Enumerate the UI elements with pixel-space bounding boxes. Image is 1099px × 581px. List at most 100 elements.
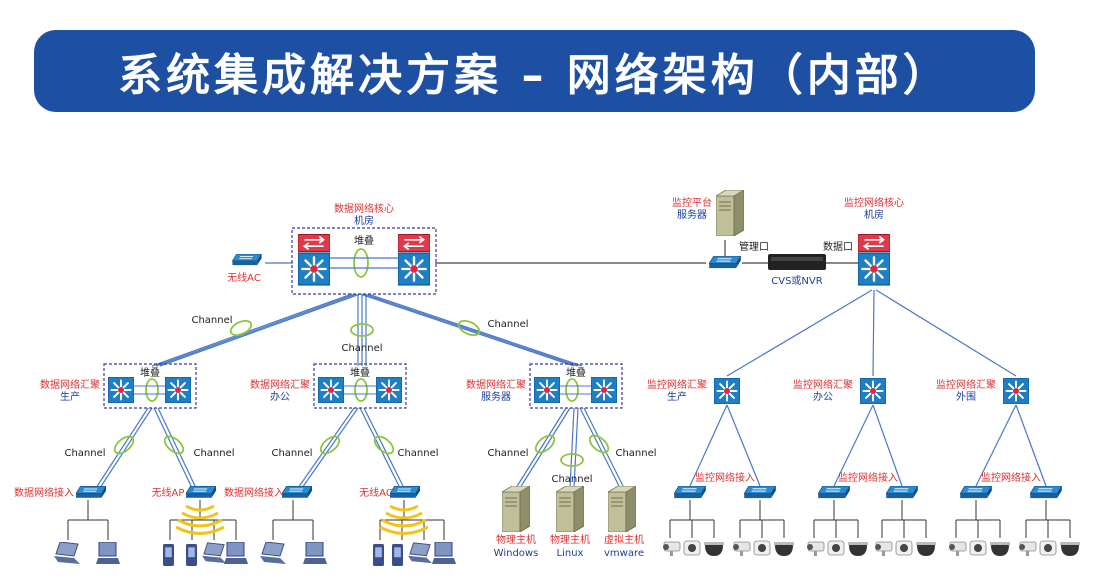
monitor-core-room: 机房: [864, 208, 884, 221]
host-windows-label: 物理主机: [496, 533, 536, 546]
agg-switch-icon: [534, 377, 560, 403]
desktop-icon: [96, 542, 120, 565]
agg-switch-icon: [714, 378, 740, 404]
magg-production-sub: 生产: [667, 390, 687, 403]
links: [95, 240, 1047, 489]
dome-camera-icon: [848, 542, 868, 556]
camera-icon: [948, 541, 967, 556]
nvr-icon: [768, 254, 826, 270]
agg-office-stack: 堆叠: [350, 367, 370, 379]
access-switch-icon: [76, 486, 106, 499]
monitor-server-label: 服务器: [677, 208, 707, 221]
core-switch-icon: [398, 252, 430, 286]
host-vm-os: vmware: [604, 548, 644, 559]
title-banner: 系统集成解决方案 – 网络架构（内部）: [34, 30, 1035, 112]
core-stack-box: [291, 227, 437, 295]
core-room: 机房: [354, 214, 374, 227]
wifi-waves-right: [379, 504, 429, 535]
laptop-icon: [202, 542, 226, 564]
core-title: 数据网络核心: [334, 202, 394, 215]
phone-icon: [373, 544, 384, 566]
magg-perimeter-label: 监控网络汇聚: [936, 378, 996, 391]
access-switch-icon: [708, 256, 742, 269]
camera-icon: [683, 540, 701, 556]
magg-perimeter-sub: 外围: [956, 391, 976, 403]
monitor-access-label: 监控网络接入: [695, 471, 755, 484]
camera-row: [662, 540, 1080, 556]
agg-server-stack: 堆叠: [566, 367, 586, 379]
core-switch-icon: [398, 234, 430, 252]
wireless-ap-icon: [186, 486, 216, 499]
stack-boxes: [103, 227, 623, 409]
channel-label: Channel: [191, 315, 232, 326]
dome-camera-icon: [704, 542, 724, 556]
access-switch-icon: [886, 486, 918, 499]
phone-icon: [163, 544, 174, 566]
mgmt-port-label: 管理口: [739, 240, 769, 253]
agg-production-stack-box: [103, 363, 197, 409]
magg-production-label: 监控网络汇聚: [647, 378, 707, 391]
channel-ellipses: [113, 248, 610, 467]
server-tower-icon: [608, 486, 636, 532]
desktop-icon: [432, 542, 456, 565]
agg-server-stack-box: [529, 363, 623, 409]
agg-switch-icon: [318, 377, 344, 403]
access-switch-icon: [1030, 486, 1062, 499]
monitor-access-label: 监控网络接入: [981, 471, 1041, 484]
agg-server-sub: 服务器: [481, 390, 511, 403]
desktop-icon: [303, 542, 327, 565]
agg-production-sub: 生产: [60, 390, 80, 403]
wireless-ac-label-2: 无线AC: [359, 486, 393, 499]
host-windows-os: Windows: [494, 548, 539, 559]
core-switch-icon: [858, 234, 890, 252]
camera-icon: [1018, 541, 1037, 556]
access-switch-icon: [674, 486, 706, 499]
camera-icon: [969, 540, 987, 556]
magg-office-sub: 办公: [813, 390, 833, 403]
core-stack-label: 堆叠: [354, 235, 374, 247]
host-vm-label: 虚拟主机: [604, 533, 644, 546]
dome-camera-icon: [774, 542, 794, 556]
channel-label: Channel: [487, 448, 528, 459]
channel-label: Channel: [341, 343, 382, 354]
agg-switch-icon: [108, 377, 134, 403]
wireless-ap-label: 无线AP: [152, 486, 185, 499]
camera-icon: [827, 540, 845, 556]
agg-switch-icon: [860, 378, 886, 404]
laptop-icon: [408, 542, 432, 564]
agg-switch-icon: [165, 377, 191, 403]
wireless-ap-icon: [390, 486, 420, 499]
laptop-icon: [260, 542, 286, 564]
channel-label: Channel: [64, 448, 105, 459]
camera-icon: [753, 540, 771, 556]
data-port-label: 数据口: [823, 240, 853, 253]
channel-label: Channel: [487, 319, 528, 330]
agg-office-label: 数据网络汇聚: [250, 378, 310, 391]
channel-label: Channel: [193, 448, 234, 459]
camera-icon: [895, 540, 913, 556]
agg-switch-icon: [376, 377, 402, 403]
phone-icon: [392, 544, 403, 566]
dome-camera-icon: [990, 542, 1010, 556]
host-linux-os: Linux: [557, 548, 584, 559]
host-linux-label: 物理主机: [550, 533, 590, 546]
channel-label: Channel: [397, 448, 438, 459]
core-switch-icon: [298, 234, 330, 252]
magg-office-label: 监控网络汇聚: [793, 378, 853, 391]
diagram-labels: 数据网络核心 机房 堆叠 无线AC 监控平台 服务器 管理口 数据口 CVS或N…: [14, 196, 1041, 559]
channel-label: Channel: [615, 448, 656, 459]
camera-icon: [806, 541, 825, 556]
access-label: 数据网络接入: [14, 486, 74, 499]
camera-icon: [732, 541, 751, 556]
core-switch-icon: [298, 252, 330, 286]
core-switch-right: [398, 234, 430, 286]
agg-switch-icon: [591, 377, 617, 403]
wifi-waves-left: [175, 504, 225, 535]
monitor-access-label: 监控网络接入: [838, 471, 898, 484]
channel-label: Channel: [271, 448, 312, 459]
access-label: 数据网络接入: [224, 486, 284, 499]
laptop-icon: [54, 542, 80, 564]
desktop-icon: [224, 542, 248, 565]
monitor-core-label: 监控网络核心: [844, 196, 904, 209]
